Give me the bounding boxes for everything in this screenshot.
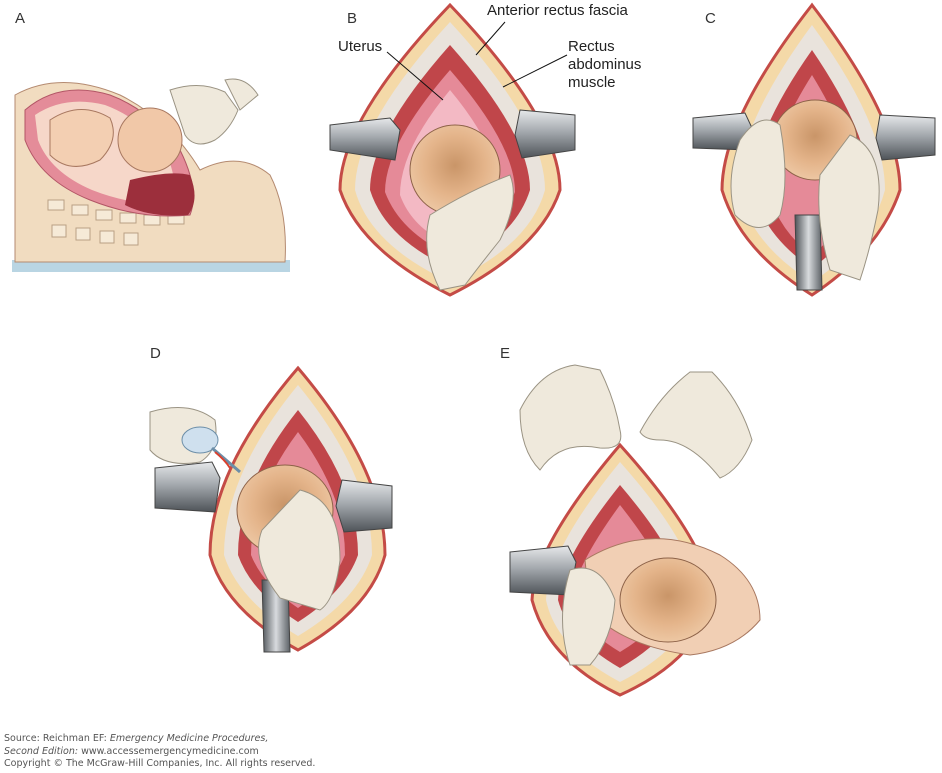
source-book-title: Emergency Medicine Procedures,: [109, 733, 269, 744]
callout-leader-lines: [386, 21, 568, 101]
panel-label-b: B: [347, 10, 358, 27]
anterior-fascia-leader: [475, 21, 506, 56]
uterus-label: Uterus: [338, 38, 383, 55]
panel-label-c: C: [705, 10, 716, 27]
source-edition: Second Edition:: [4, 745, 79, 757]
rectus-leader: [502, 54, 568, 88]
rectus-abdominus-muscle-label: Rectus abdominus muscle: [568, 38, 641, 92]
panel-label-e: E: [500, 345, 511, 362]
panel-c-illustration: [692, 2, 936, 297]
rectus-label-line3: muscle: [568, 74, 616, 91]
panel-label-a: A: [15, 10, 26, 27]
rectus-label-line1: Rectus: [568, 38, 615, 55]
panel-b-illustration: [329, 2, 576, 297]
panel-a-illustration: [12, 78, 290, 272]
rectus-label-line2: abdominus: [568, 56, 642, 73]
uterus-leader: [386, 51, 444, 101]
edition-line: Second Edition: www.accessemergencymedic…: [4, 746, 315, 759]
panel-d-illustration: [149, 365, 393, 653]
panel-e-illustration: [509, 364, 761, 697]
source-caption: Source: Reichman EF: Emergency Medicine …: [4, 733, 315, 771]
source-url: www.accessemergencymedicine.com: [78, 745, 259, 757]
source-prefix: Source: Reichman EF:: [4, 733, 110, 744]
copyright-line: Copyright © The McGraw-Hill Companies, I…: [4, 758, 316, 769]
source-line: Source: Reichman EF: Emergency Medicine …: [4, 733, 315, 746]
panel-label-d: D: [150, 345, 161, 362]
anterior-rectus-fascia-label: Anterior rectus fascia: [487, 2, 628, 19]
